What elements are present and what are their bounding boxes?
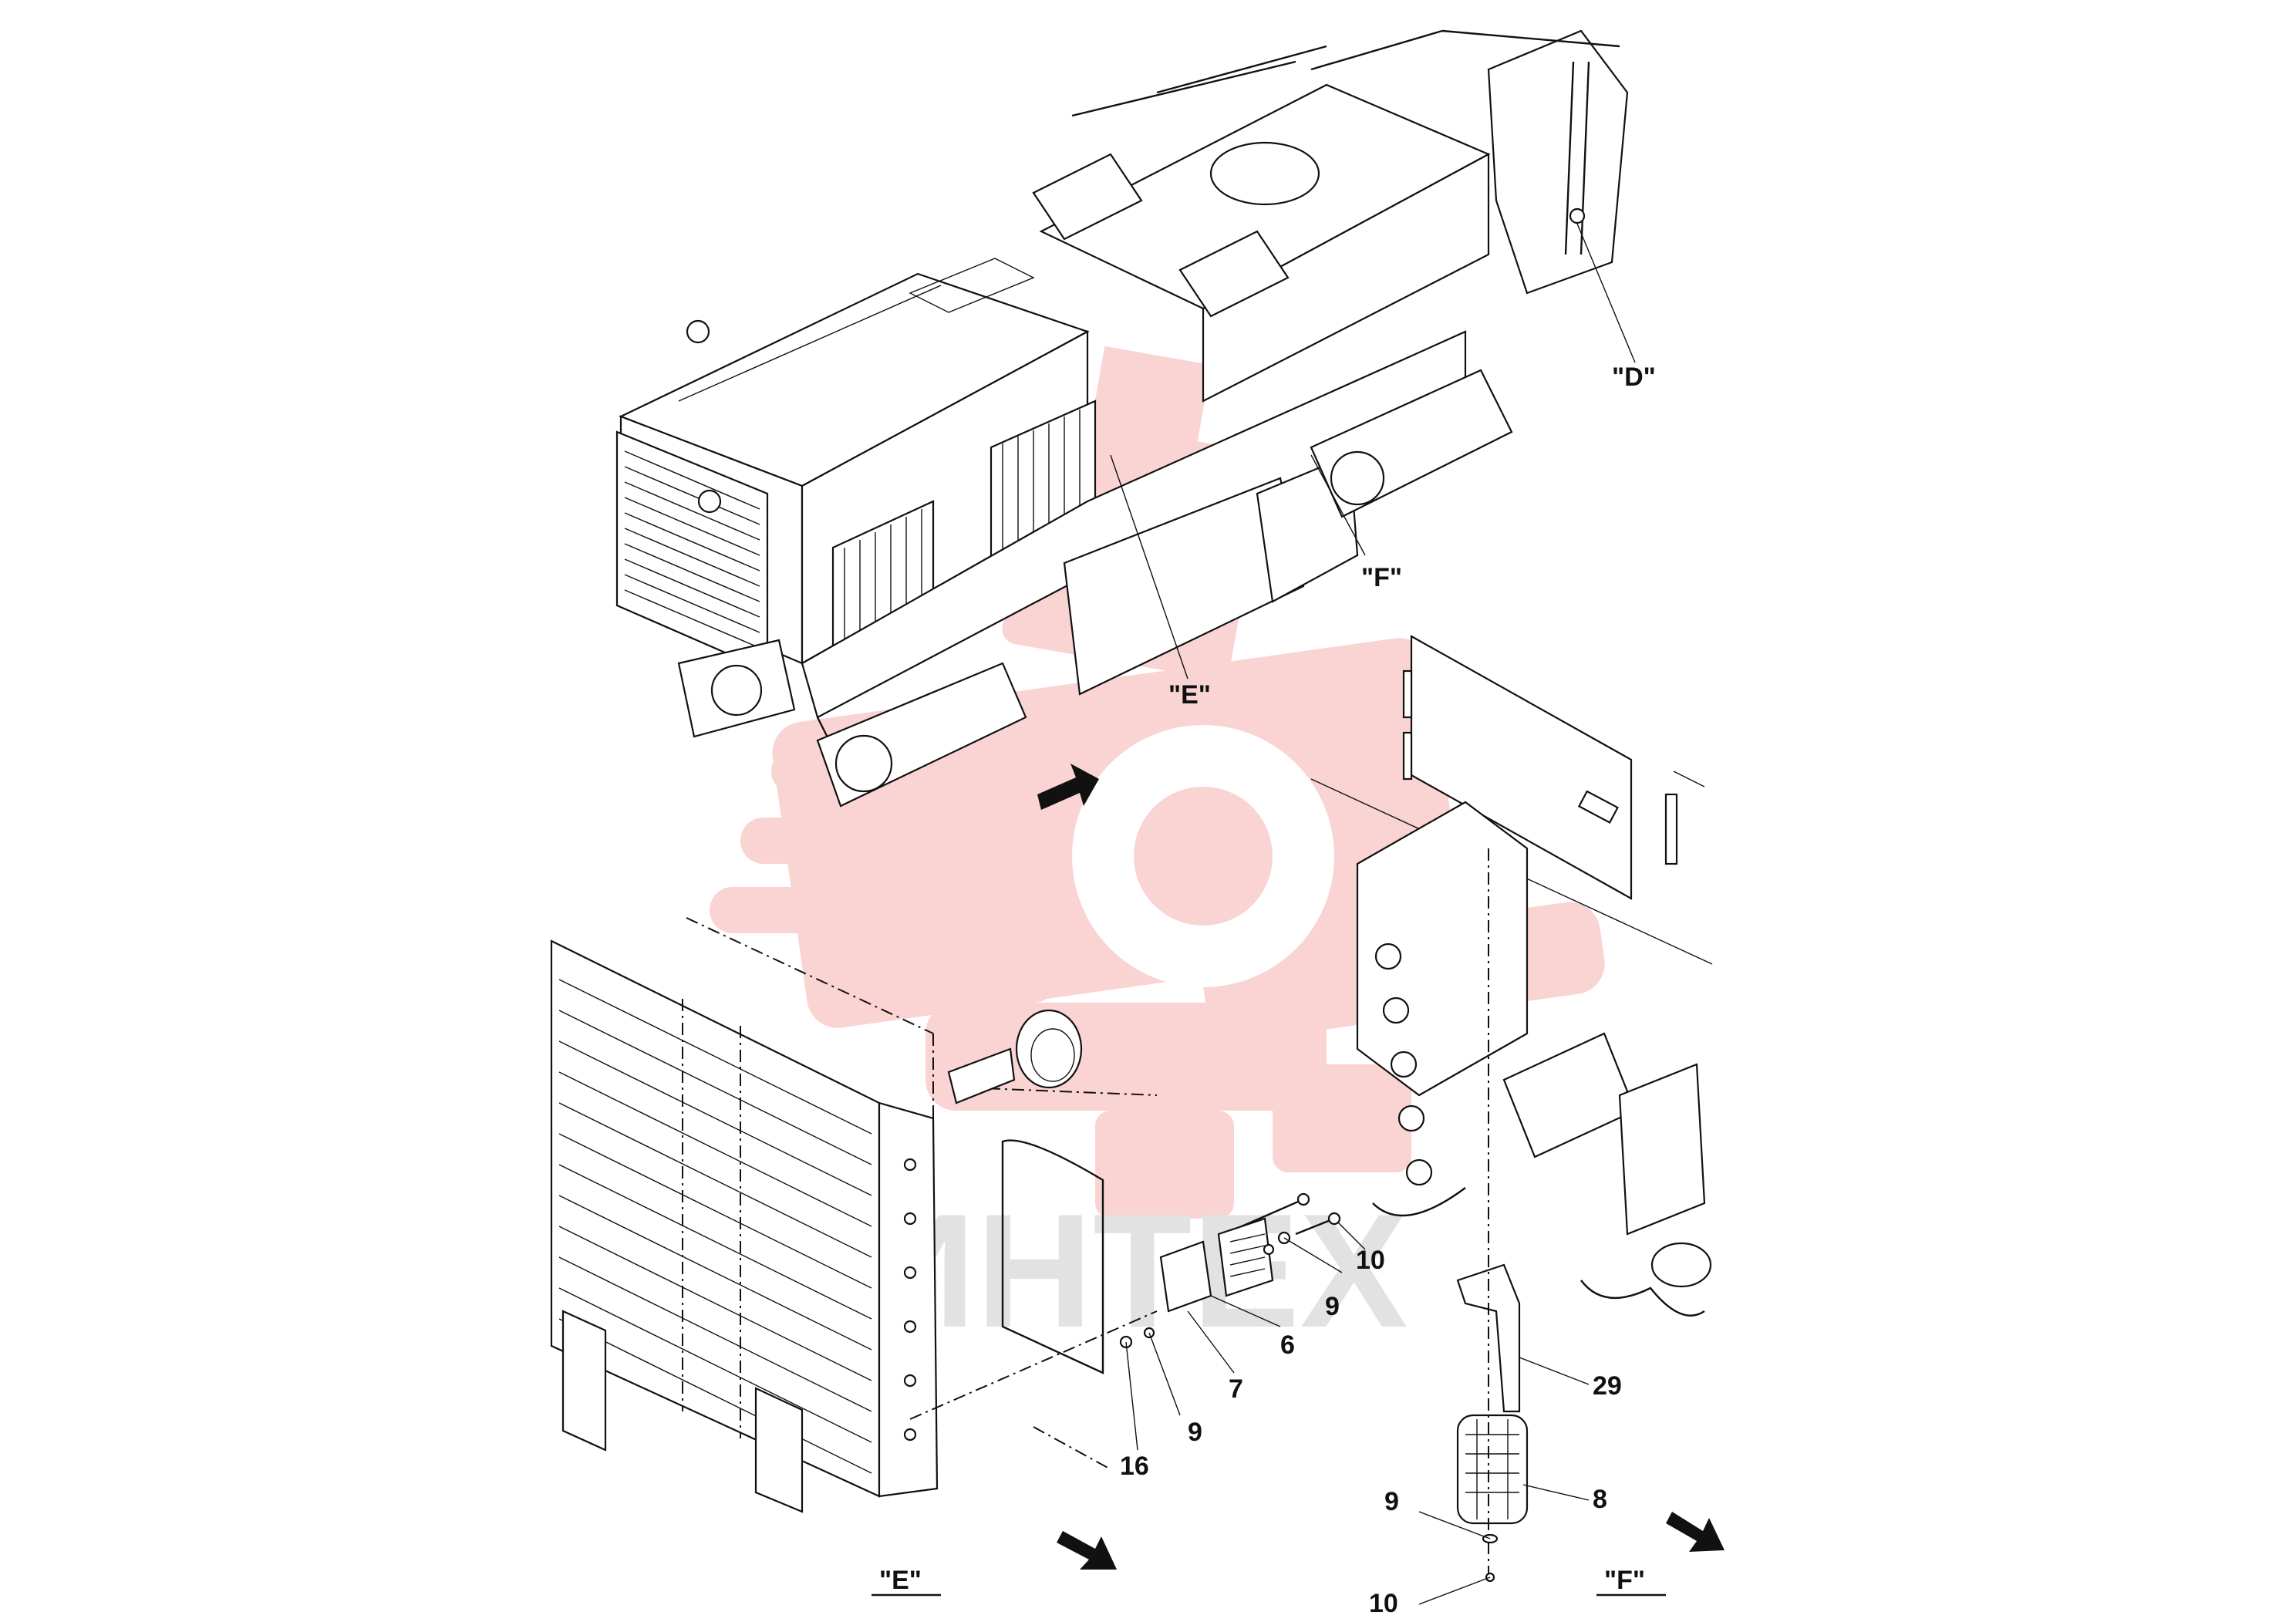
machine-assembly: [615, 29, 1636, 810]
watermark-gear-logo: [710, 346, 1605, 1219]
detail-view-e: [550, 917, 1366, 1597]
work-lamp: [947, 1009, 1083, 1104]
engine-hood: [615, 258, 1097, 673]
callout-label-d: "D": [1612, 363, 1656, 392]
leader-line-d: [1576, 223, 1636, 363]
part-label-7: 7: [1229, 1374, 1243, 1404]
part-label-10-top: 10: [1356, 1246, 1385, 1275]
rear-drive-section: [1310, 29, 1629, 295]
direction-arrow-icon: [1666, 1512, 1725, 1552]
part-label-9-f: 9: [1384, 1487, 1399, 1516]
track-unit-front-left: [677, 639, 796, 738]
detail-view-f: [1310, 635, 1725, 1605]
view-title-f: "F": [1604, 1566, 1645, 1595]
radiator-grille: [550, 939, 881, 1513]
part-label-6: 6: [1280, 1330, 1295, 1360]
track-unit-rear: [1310, 369, 1513, 518]
part-label-29: 29: [1593, 1371, 1622, 1401]
part-label-8: 8: [1593, 1485, 1607, 1514]
track-unit-front-right: [816, 662, 1027, 808]
callout-label-f: "F": [1361, 563, 1402, 592]
hydraulic-valve-block: [1356, 801, 1712, 1317]
front-grille: [615, 430, 769, 673]
leader-line-e: [1110, 454, 1188, 679]
watermark-text: ИНТЕХ: [859, 1180, 1408, 1361]
caged-beacon-lamp: [1456, 1414, 1529, 1525]
mounting-bracket: [1456, 1263, 1521, 1413]
part-label-9-lower: 9: [1188, 1418, 1202, 1447]
side-panel: [686, 917, 1158, 1498]
access-door: [1310, 635, 1713, 965]
direction-arrow-icon: [1057, 1531, 1117, 1570]
part-label-10-bottom: 10: [1369, 1589, 1398, 1618]
direction-arrow-icon: [1037, 764, 1099, 810]
operator-platform: [1032, 45, 1491, 403]
part-label-9-upper: 9: [1325, 1292, 1340, 1321]
leader-line-f: [1310, 454, 1366, 556]
callout-label-e: "E": [1168, 680, 1211, 710]
view-title-e: "E": [879, 1566, 922, 1595]
part-label-16: 16: [1120, 1452, 1149, 1481]
callout-point-d: [1569, 207, 1586, 224]
